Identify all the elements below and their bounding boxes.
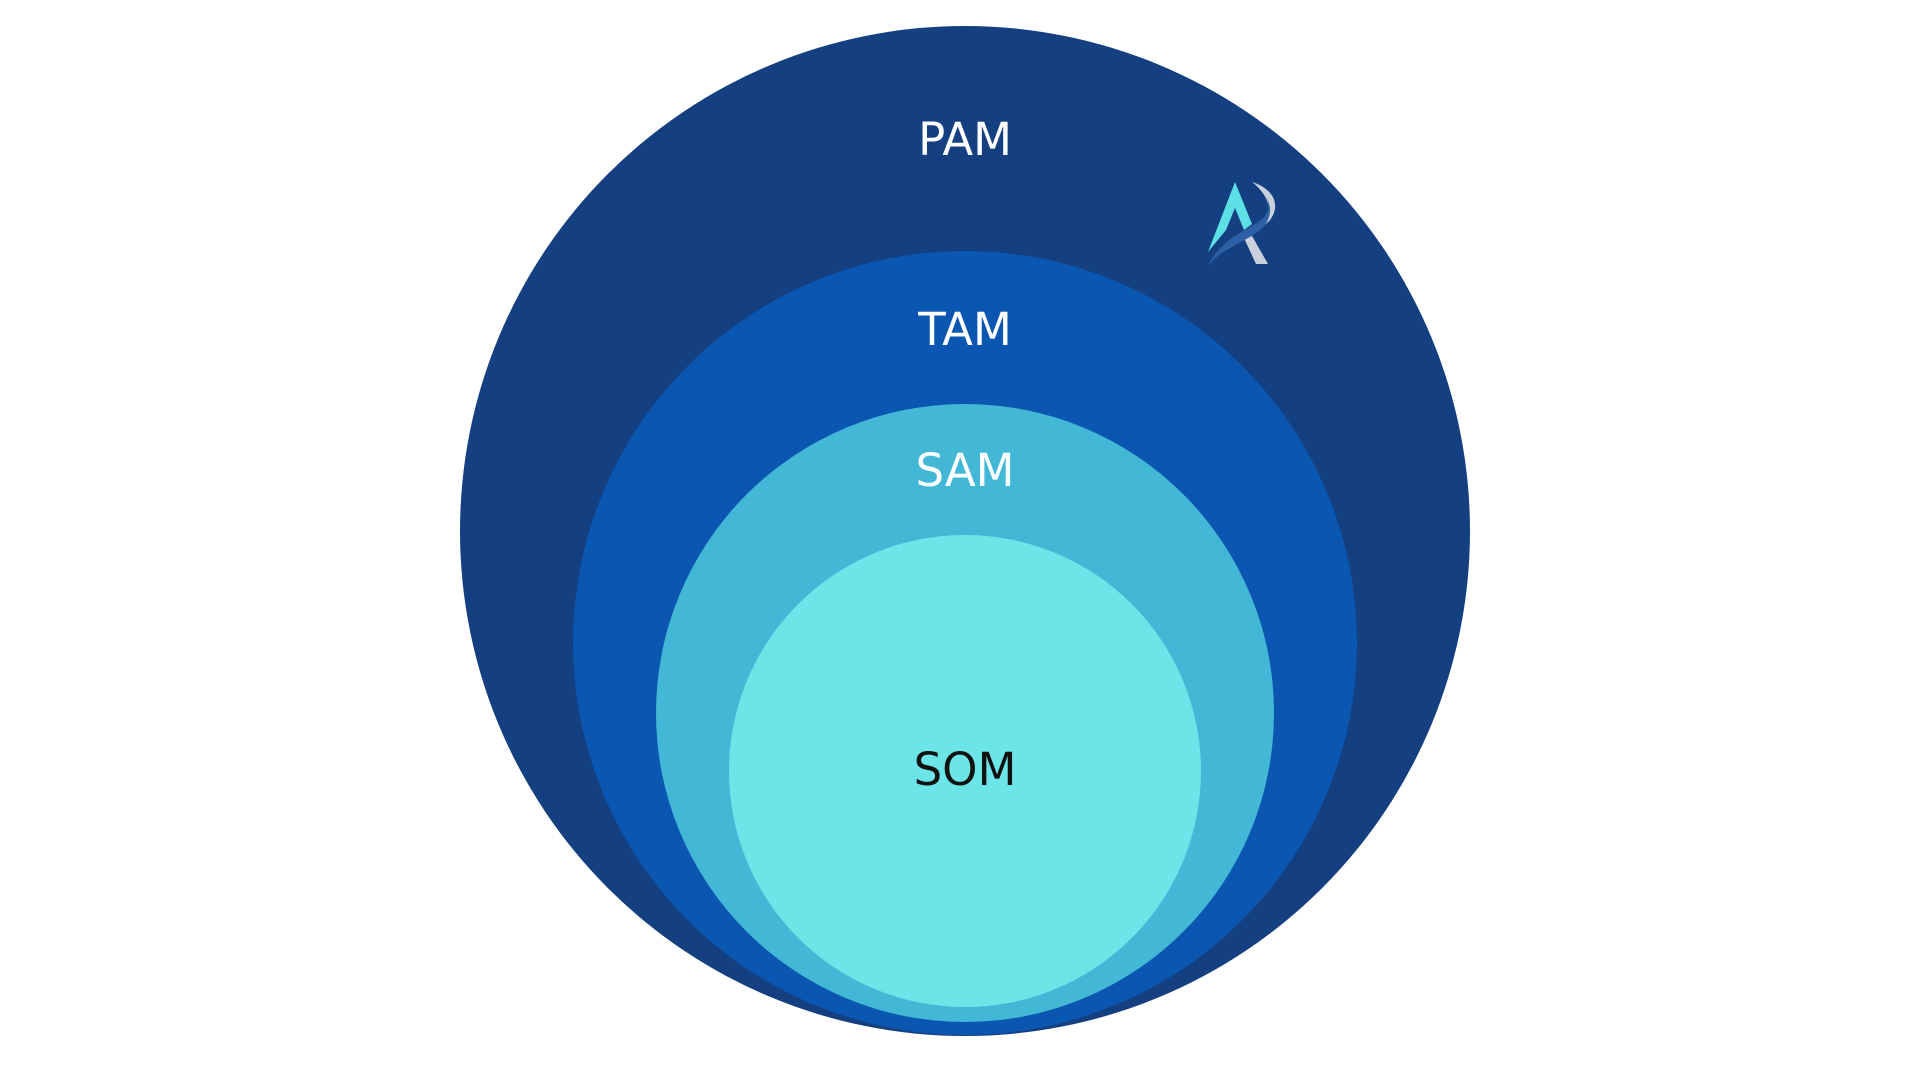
logo-a-left-stroke	[1208, 182, 1252, 252]
som-circle	[729, 535, 1201, 1007]
logo-swoosh-inner	[1208, 192, 1271, 266]
pam-label: PAM	[918, 113, 1012, 166]
logo-a-right-leg	[1244, 236, 1268, 264]
tam-label: TAM	[917, 303, 1012, 356]
som-layer: SOM	[729, 535, 1201, 1007]
som-label: SOM	[914, 743, 1017, 796]
sam-label: SAM	[915, 444, 1014, 497]
stylized-letter-a-logo-icon	[1208, 182, 1276, 266]
